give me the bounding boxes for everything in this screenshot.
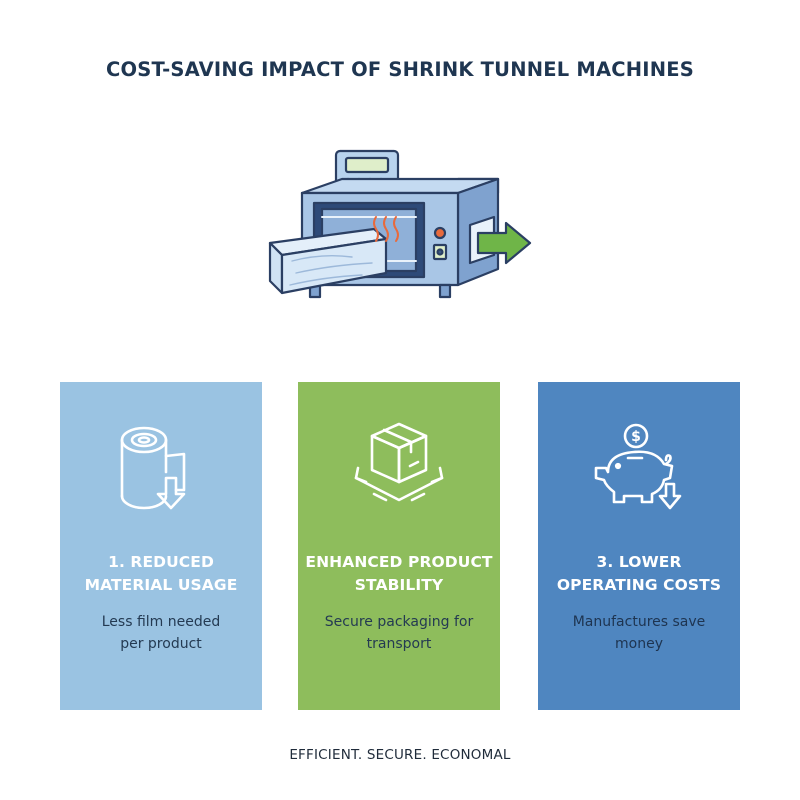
footer-tagline: EFFICIENT. SECURE. ECONOMAL (289, 747, 511, 763)
benefit-card-product-stability: ENHANCED PRODUCT STABILITY Secure packag… (298, 382, 500, 710)
benefit-card-lower-costs: $ 3. LOWER OPERATING COSTS Manufactures … (538, 382, 740, 710)
card-description: Manufactures save money (572, 614, 706, 652)
card-description: Less film needed per product (101, 614, 221, 652)
card-heading: 1. REDUCED MATERIAL USAGE (84, 553, 238, 594)
shrink-tunnel-machine-icon (268, 149, 532, 299)
film-roll-icon (120, 426, 186, 510)
page-title: COST-SAVING IMPACT OF SHRINK TUNNEL MACH… (105, 58, 695, 81)
benefit-card-reduced-material: 1. REDUCED MATERIAL USAGE Less film need… (60, 382, 262, 710)
card-heading: 3. LOWER OPERATING COSTS (556, 553, 722, 594)
card-description: Secure packaging for transport (324, 614, 474, 652)
piggy-bank-icon: $ (594, 423, 682, 510)
card-heading: ENHANCED PRODUCT STABILITY (305, 553, 493, 594)
svg-text:$: $ (631, 429, 641, 445)
box-stability-icon (354, 422, 444, 502)
